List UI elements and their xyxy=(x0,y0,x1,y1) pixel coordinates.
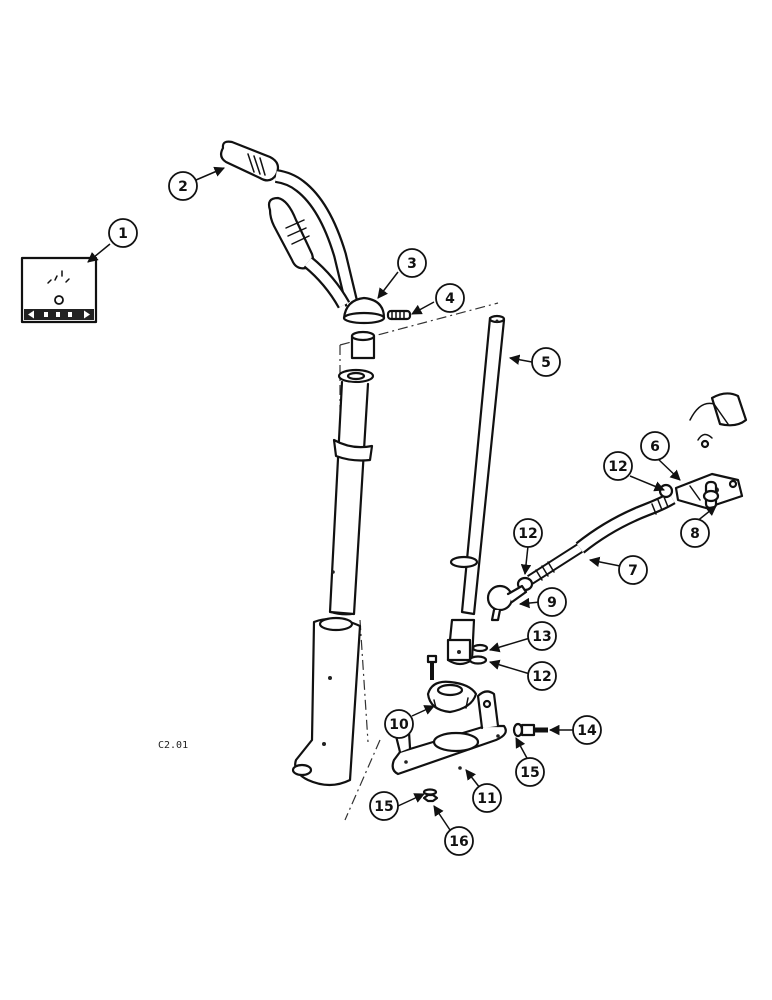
callout-label: 2 xyxy=(178,179,188,195)
callout-5: 5 xyxy=(531,347,561,377)
callout-label: 12 xyxy=(532,669,551,685)
callout-label: 5 xyxy=(541,355,551,371)
clevis-pin xyxy=(702,480,720,510)
callout-label: 10 xyxy=(389,717,409,733)
callout-15-left: 15 xyxy=(369,791,399,821)
callout-7: 7 xyxy=(618,555,648,585)
lever-tube xyxy=(328,380,374,616)
shift-shaft xyxy=(449,314,506,616)
callout-12-low: 12 xyxy=(527,661,557,691)
callout-label: 9 xyxy=(547,595,557,611)
plate-bolt xyxy=(426,654,438,680)
callout-16: 16 xyxy=(444,826,474,856)
roll-pin xyxy=(386,309,412,321)
callout-label: 15 xyxy=(520,765,539,781)
callout-label: 14 xyxy=(577,723,597,739)
callout-label: 3 xyxy=(407,256,417,272)
lower-nut xyxy=(422,788,439,803)
link-rod xyxy=(527,491,676,585)
washer-nut xyxy=(468,643,489,665)
callout-label: 15 xyxy=(374,799,393,815)
callout-label: 13 xyxy=(532,629,551,645)
callout-1: 1 xyxy=(108,218,138,248)
callout-6: 6 xyxy=(640,431,670,461)
callout-2: 2 xyxy=(168,171,198,201)
callout-label: 7 xyxy=(628,563,638,579)
pivot-yoke xyxy=(446,618,476,666)
gear-lever xyxy=(219,140,359,309)
callout-label: 12 xyxy=(608,459,627,475)
callout-label: 12 xyxy=(518,526,537,542)
pivot-plate xyxy=(426,680,478,714)
bushing xyxy=(337,330,376,384)
callout-13: 13 xyxy=(527,621,557,651)
hex-bolt xyxy=(512,722,548,738)
callout-12-mid: 12 xyxy=(513,518,543,548)
decal-plate xyxy=(20,256,98,324)
callout-label: 6 xyxy=(650,439,660,455)
callout-label: 8 xyxy=(690,526,700,542)
callout-8: 8 xyxy=(680,518,710,548)
figure-reference: C2.01 xyxy=(158,740,188,751)
callout-label: 11 xyxy=(477,791,496,807)
callout-3: 3 xyxy=(397,248,427,278)
callout-12-top: 12 xyxy=(603,451,633,481)
callout-10: 10 xyxy=(384,709,414,739)
ball-joint xyxy=(486,584,528,622)
leader-lines xyxy=(87,166,717,831)
callout-14: 14 xyxy=(572,715,602,745)
callout-label: 4 xyxy=(445,291,455,307)
callout-9: 9 xyxy=(537,587,567,617)
lever-boot xyxy=(342,296,386,325)
lever-bracket xyxy=(291,616,362,787)
callout-15-right: 15 xyxy=(515,757,545,787)
callout-label: 16 xyxy=(449,834,468,850)
selector-housing xyxy=(689,392,748,449)
callout-11: 11 xyxy=(472,783,502,813)
callout-label: 1 xyxy=(118,226,128,242)
callout-4: 4 xyxy=(435,283,465,313)
